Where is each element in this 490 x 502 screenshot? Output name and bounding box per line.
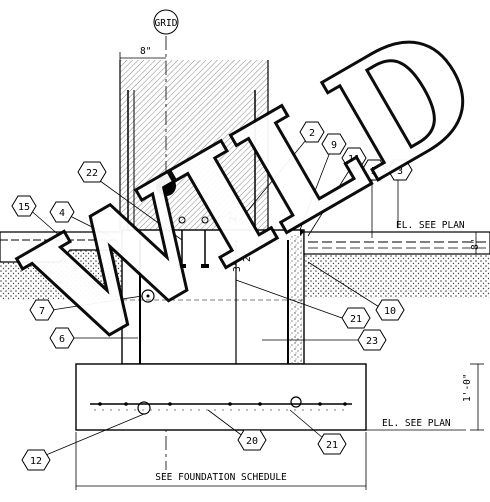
dim-top-label: 8" bbox=[140, 46, 151, 57]
column bbox=[119, 60, 269, 230]
svg-text:23: 23 bbox=[366, 336, 378, 347]
tag-5: 5 bbox=[361, 159, 387, 181]
svg-text:22: 22 bbox=[86, 168, 98, 179]
svg-text:9: 9 bbox=[331, 140, 337, 151]
tag-9: 9 bbox=[321, 133, 347, 155]
tag-2: 2 bbox=[299, 121, 325, 143]
right-dimensions: 8" 1'-0" bbox=[366, 232, 484, 431]
svg-text:21: 21 bbox=[326, 440, 338, 451]
tag-3: 3 bbox=[387, 159, 413, 181]
tag-21-upper: 21 bbox=[341, 307, 371, 329]
el-top-label: EL. SEE PLAN bbox=[396, 220, 465, 231]
dim-top-right: 2" bbox=[228, 211, 239, 222]
left-slab bbox=[0, 231, 123, 300]
leaders bbox=[27, 139, 399, 461]
dim-bottom: SEE FOUNDATION SCHEDULE bbox=[75, 432, 367, 490]
svg-text:2: 2 bbox=[309, 128, 315, 139]
svg-text:4: 4 bbox=[59, 208, 65, 219]
tag-7: 7 bbox=[29, 299, 55, 321]
svg-text:15: 15 bbox=[18, 202, 30, 213]
svg-text:6: 6 bbox=[59, 334, 65, 345]
footing bbox=[75, 363, 367, 431]
svg-text:21: 21 bbox=[350, 314, 362, 325]
dim-mid-right: 2" bbox=[242, 251, 253, 262]
dim-slab-label: 8" bbox=[470, 239, 481, 250]
el-bottom-label: EL. SEE PLAN bbox=[382, 418, 451, 429]
tag-6: 6 bbox=[49, 327, 75, 349]
tag-20: 20 bbox=[237, 429, 267, 451]
svg-text:3: 3 bbox=[397, 166, 403, 177]
svg-text:11: 11 bbox=[348, 154, 360, 165]
svg-text:7: 7 bbox=[39, 306, 45, 317]
tag-4: 4 bbox=[49, 201, 75, 223]
svg-text:12: 12 bbox=[30, 456, 42, 467]
tag-12: 12 bbox=[21, 449, 51, 471]
tag-11: 11 bbox=[341, 147, 367, 169]
tag-21-lower: 21 bbox=[317, 433, 347, 455]
tag-15: 15 bbox=[11, 195, 37, 217]
dim-top: 8" bbox=[119, 46, 166, 62]
dim-mid-left: 3" bbox=[232, 261, 243, 272]
grid-label: GRID bbox=[155, 18, 178, 29]
svg-text:20: 20 bbox=[246, 436, 258, 447]
svg-text:5: 5 bbox=[371, 166, 377, 177]
svg-text:10: 10 bbox=[384, 306, 396, 317]
tag-23: 23 bbox=[357, 329, 387, 351]
dim-footing-label: 1'-0" bbox=[462, 373, 473, 402]
schedule-label: SEE FOUNDATION SCHEDULE bbox=[155, 472, 287, 483]
tag-22: 22 bbox=[77, 161, 107, 183]
right-slab bbox=[300, 228, 490, 298]
tag-10: 10 bbox=[375, 299, 405, 321]
